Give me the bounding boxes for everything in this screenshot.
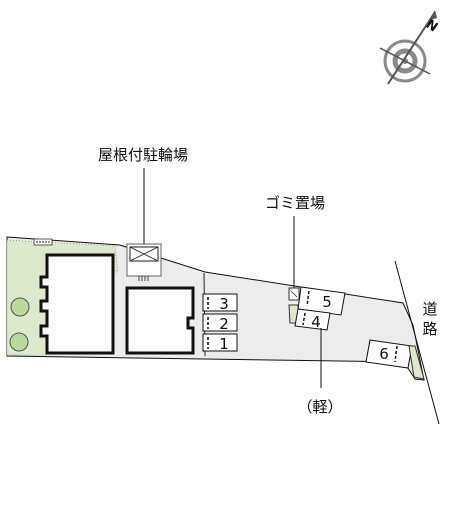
parking-space-3-number: 3 [219, 295, 229, 313]
compass-rose-icon: N [379, 10, 441, 85]
parking-space-6-number: 6 [379, 345, 389, 363]
compass-north-label: N [423, 17, 441, 36]
bicycle-icon [138, 276, 149, 281]
parking-space-6: 6 [365, 339, 425, 380]
building-b [125, 286, 195, 355]
road-label-bottom: 路 [422, 320, 437, 338]
parking-space-5-number: 5 [322, 293, 332, 311]
bike-parking-label: 屋根付駐輪場 [98, 146, 188, 164]
tree-icon [9, 297, 30, 352]
parking-space-5: 5 [297, 286, 346, 316]
covered-bike-parking [126, 243, 162, 281]
parking-space-2: 2 [202, 313, 238, 333]
road-label-top: 道 [422, 300, 437, 318]
building-a [39, 253, 115, 355]
road-edge [394, 260, 440, 425]
parking-space-1-number: 1 [219, 335, 229, 353]
garbage-label: ゴミ置場 [265, 194, 325, 212]
parking-space-4: 4 [294, 308, 331, 331]
parking-space-3: 3 [202, 293, 238, 313]
parking-space-4-number: 4 [311, 313, 321, 331]
parking-space-2-number: 2 [219, 315, 229, 333]
parking-space-1: 1 [202, 333, 238, 353]
light-car-label: （軽） [297, 398, 342, 416]
